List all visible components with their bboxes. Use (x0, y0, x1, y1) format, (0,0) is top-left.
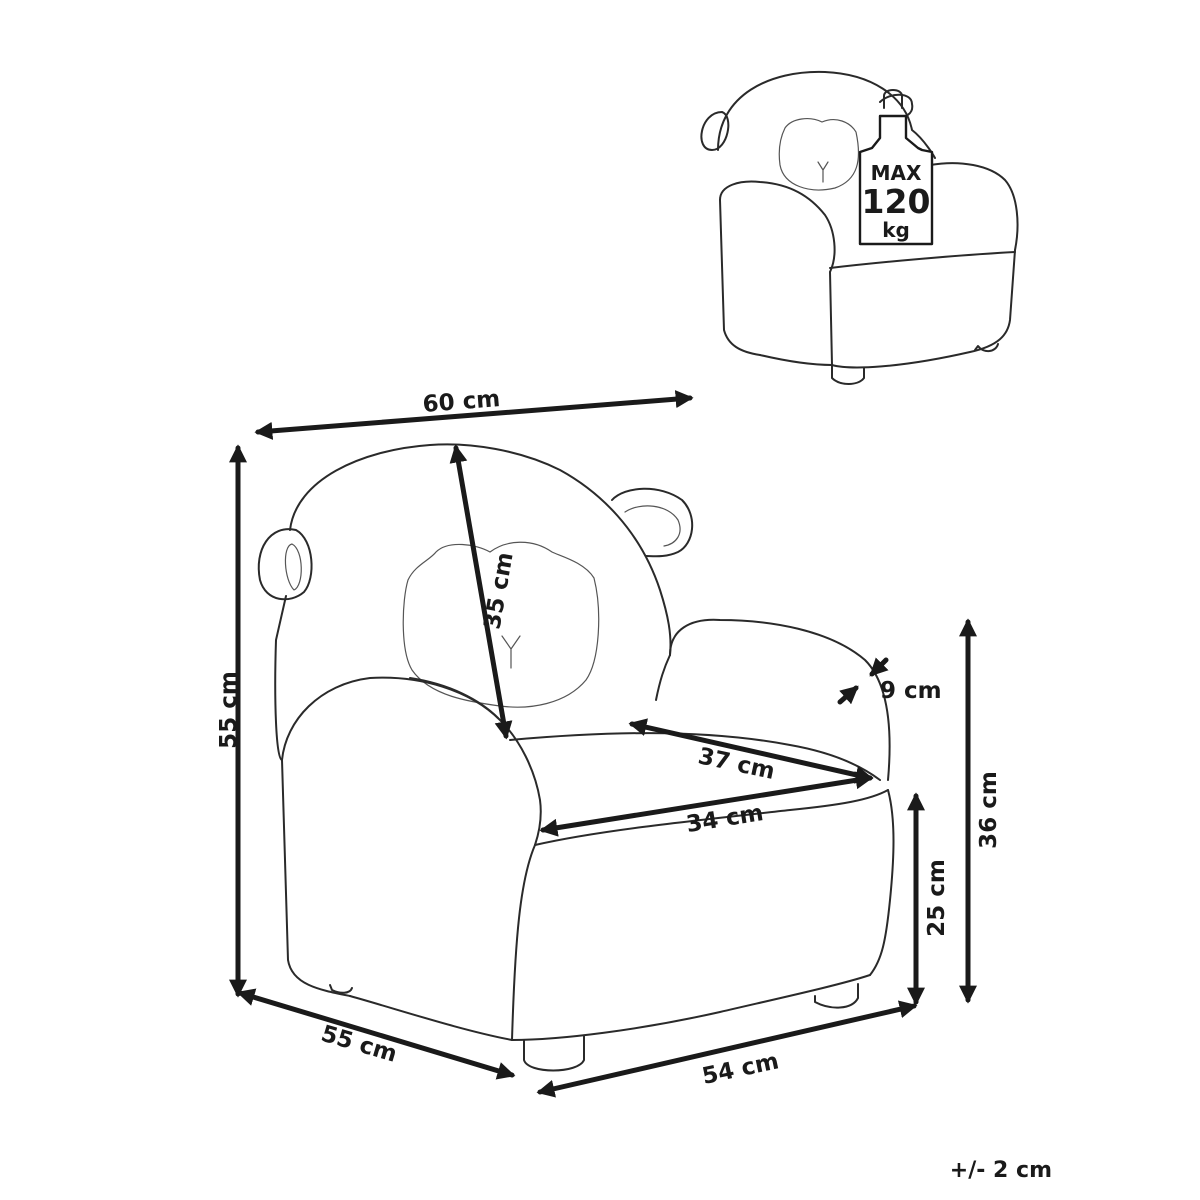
dim-line-base-width (536, 1000, 918, 1098)
dim-line-overall-depth (236, 988, 516, 1080)
label-overall-width: 60 cm (422, 386, 501, 418)
main-armchair (257, 443, 895, 1072)
weight-max-label: MAX (871, 161, 922, 185)
thumbnail-armchair: MAX 120 kg (700, 70, 1019, 385)
dimension-labels: 60 cm 55 cm 35 cm 9 cm 37 cm 34 cm 36 cm… (216, 386, 1002, 1090)
weight-unit-label: kg (882, 218, 910, 242)
dim-line-seat-width (539, 771, 874, 837)
dimension-lines (229, 390, 977, 1098)
weight-icon: MAX 120 kg (858, 89, 934, 246)
label-overall-height: 55 cm (216, 671, 242, 749)
dim-line-seat-depth (628, 718, 874, 784)
dim-line-armrest-thickness-b (837, 685, 859, 705)
label-armrest-height: 36 cm (976, 771, 1002, 849)
label-backrest-height: 35 cm (480, 550, 519, 631)
dim-line-backrest-height (449, 444, 513, 740)
tolerance-note: +/- 2 cm (950, 1158, 1052, 1183)
label-seat-height: 25 cm (924, 859, 950, 937)
dim-line-overall-width (254, 390, 694, 440)
weight-value-label: 120 (862, 182, 931, 221)
label-armrest-thickness: 9 cm (880, 678, 942, 704)
dim-line-armrest-thickness-a (869, 657, 889, 677)
